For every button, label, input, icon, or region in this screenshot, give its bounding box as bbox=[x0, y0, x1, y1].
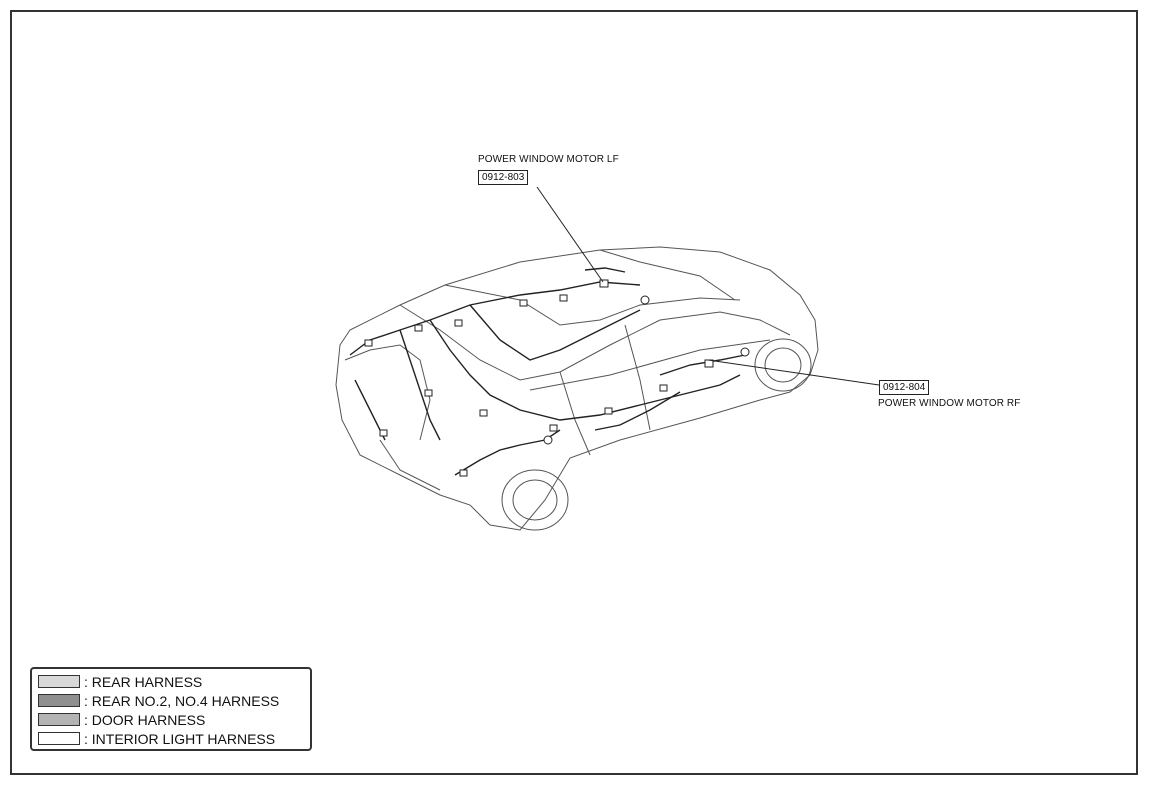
legend-swatch bbox=[38, 732, 80, 745]
legend-swatch bbox=[38, 675, 80, 688]
legend-item-rear-harness: : REAR HARNESS bbox=[38, 672, 304, 691]
legend-item-interior-light-harness: : INTERIOR LIGHT HARNESS bbox=[38, 729, 304, 748]
legend-label: : REAR HARNESS bbox=[84, 673, 203, 690]
callout-code-lf: 0912-803 bbox=[478, 170, 529, 185]
legend-swatch bbox=[38, 694, 80, 707]
harness-connectors bbox=[364, 279, 750, 477]
legend-label: : REAR NO.2, NO.4 HARNESS bbox=[84, 692, 280, 709]
leader-lines bbox=[536, 186, 880, 386]
front-wheel bbox=[754, 338, 812, 392]
car-body-outline bbox=[335, 246, 819, 531]
rear-wheel bbox=[501, 469, 569, 531]
callout-code-rf: 0912-804 bbox=[879, 380, 930, 395]
legend-item-rear-no2-no4-harness: : REAR NO.2, NO.4 HARNESS bbox=[38, 691, 304, 710]
legend-swatch bbox=[38, 713, 80, 726]
callout-label-rf: POWER WINDOW MOTOR RF bbox=[878, 398, 1021, 409]
legend-item-door-harness: : DOOR HARNESS bbox=[38, 710, 304, 729]
legend-label: : INTERIOR LIGHT HARNESS bbox=[84, 730, 276, 747]
harness-legend: : REAR HARNESS : REAR NO.2, NO.4 HARNESS… bbox=[30, 667, 312, 751]
legend-label: : DOOR HARNESS bbox=[84, 711, 206, 728]
diagram-frame bbox=[10, 10, 1138, 775]
harness-routing bbox=[349, 267, 746, 476]
callout-label-lf: POWER WINDOW MOTOR LF bbox=[478, 154, 619, 165]
